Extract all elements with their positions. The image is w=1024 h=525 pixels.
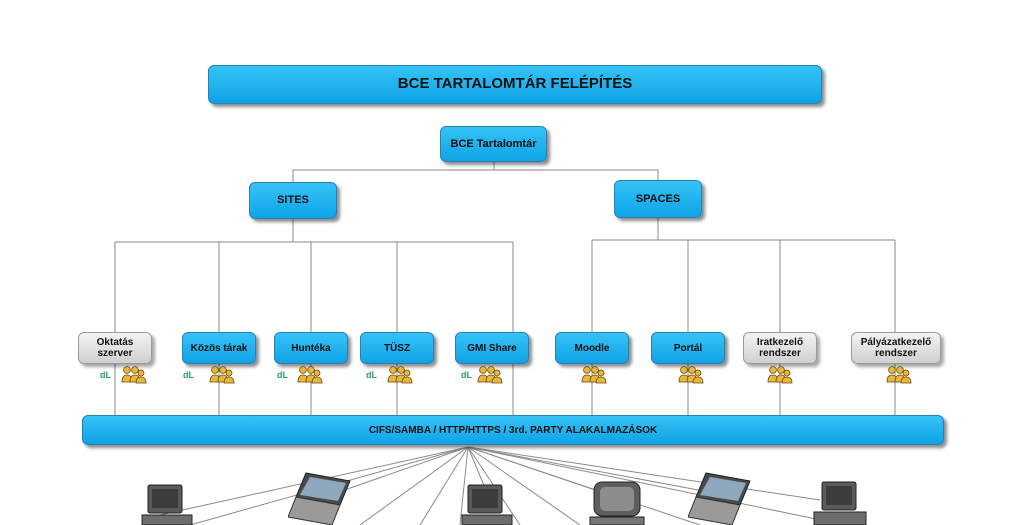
node-gmi-share: GMI Share: [455, 332, 529, 364]
dl-label-hunteka: dL: [277, 370, 288, 380]
node-sites: SITES: [249, 182, 337, 219]
desktop-computer-icon: [141, 484, 193, 525]
node-portal: Portál: [651, 332, 725, 364]
user-group-icon: [387, 366, 413, 384]
diagram-title: BCE TARTALOMTÁR FELÉPÍTÉS: [208, 65, 822, 104]
desktop-computer-icon: [461, 484, 513, 525]
user-group-icon: [886, 366, 912, 384]
dl-label-tusz: dL: [366, 370, 377, 380]
node-moodle: Moodle: [555, 332, 629, 364]
node-kozos-tarak: Közös tárak: [182, 332, 256, 364]
desktop-computer-icon: [813, 481, 867, 525]
protocol-bus: CIFS/SAMBA / HTTP/HTTPS / 3rd. PARTY ALA…: [82, 415, 944, 445]
node-palyazatkezelo-rendszer: Pályázatkezelő rendszer: [851, 332, 941, 364]
user-group-icon: [678, 366, 704, 384]
connector-root-sites: [292, 162, 495, 182]
user-group-icon: [297, 366, 323, 384]
laptop-icon: [288, 472, 351, 525]
node-spaces: SPACES: [614, 180, 702, 218]
crt-terminal-icon: [589, 481, 645, 525]
user-group-icon: [209, 366, 235, 384]
user-group-icon: [767, 366, 793, 384]
node-iratkezelo-rendszer: Iratkezelő rendszer: [743, 332, 817, 364]
node-root: BCE Tartalomtár: [440, 126, 547, 162]
node-tusz: TÜSZ: [360, 332, 434, 364]
dl-label-oktatas: dL: [100, 370, 111, 380]
dl-label-gmi: dL: [461, 370, 472, 380]
connector-root-spaces: [494, 169, 659, 180]
user-group-icon: [477, 366, 503, 384]
dl-label-kozos: dL: [183, 370, 194, 380]
user-group-icon: [121, 366, 147, 384]
node-hunteka: Huntéka: [274, 332, 348, 364]
user-group-icon: [581, 366, 607, 384]
laptop-icon: [688, 472, 751, 525]
node-oktatas-szerver: Oktatás szerver: [78, 332, 152, 364]
